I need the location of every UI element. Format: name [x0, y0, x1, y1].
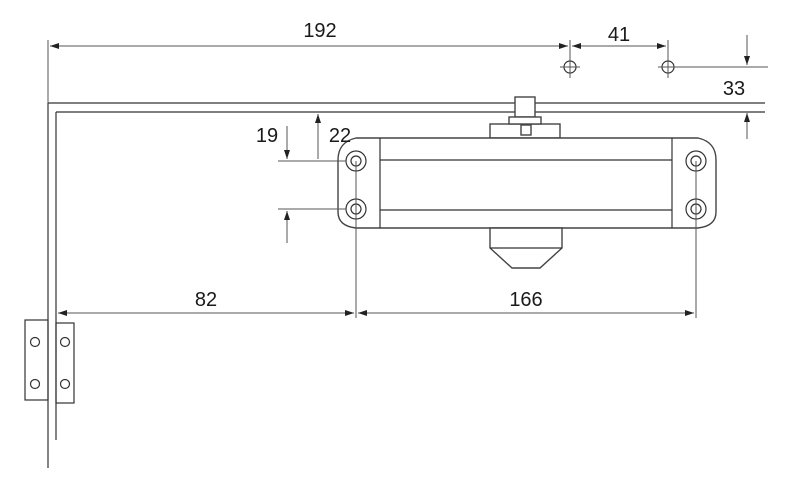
- dimension-166-label: 166: [509, 289, 542, 311]
- dimension-192-label: 192: [303, 20, 336, 42]
- dimension-labels: 192 41 33 82 166 19 22: [195, 20, 745, 311]
- dimension-22-label: 22: [329, 125, 351, 147]
- door-closer-body: [337, 96, 717, 269]
- dimension-82-label: 82: [195, 289, 217, 311]
- extension-lines: [278, 66, 768, 318]
- dimension-lines: [50, 35, 750, 316]
- door-frame: [47, 40, 765, 468]
- dimension-19-label: 19: [256, 125, 278, 147]
- dimension-33-label: 33: [723, 78, 745, 100]
- dimension-41-label: 41: [608, 24, 630, 46]
- hinge: [24, 319, 75, 404]
